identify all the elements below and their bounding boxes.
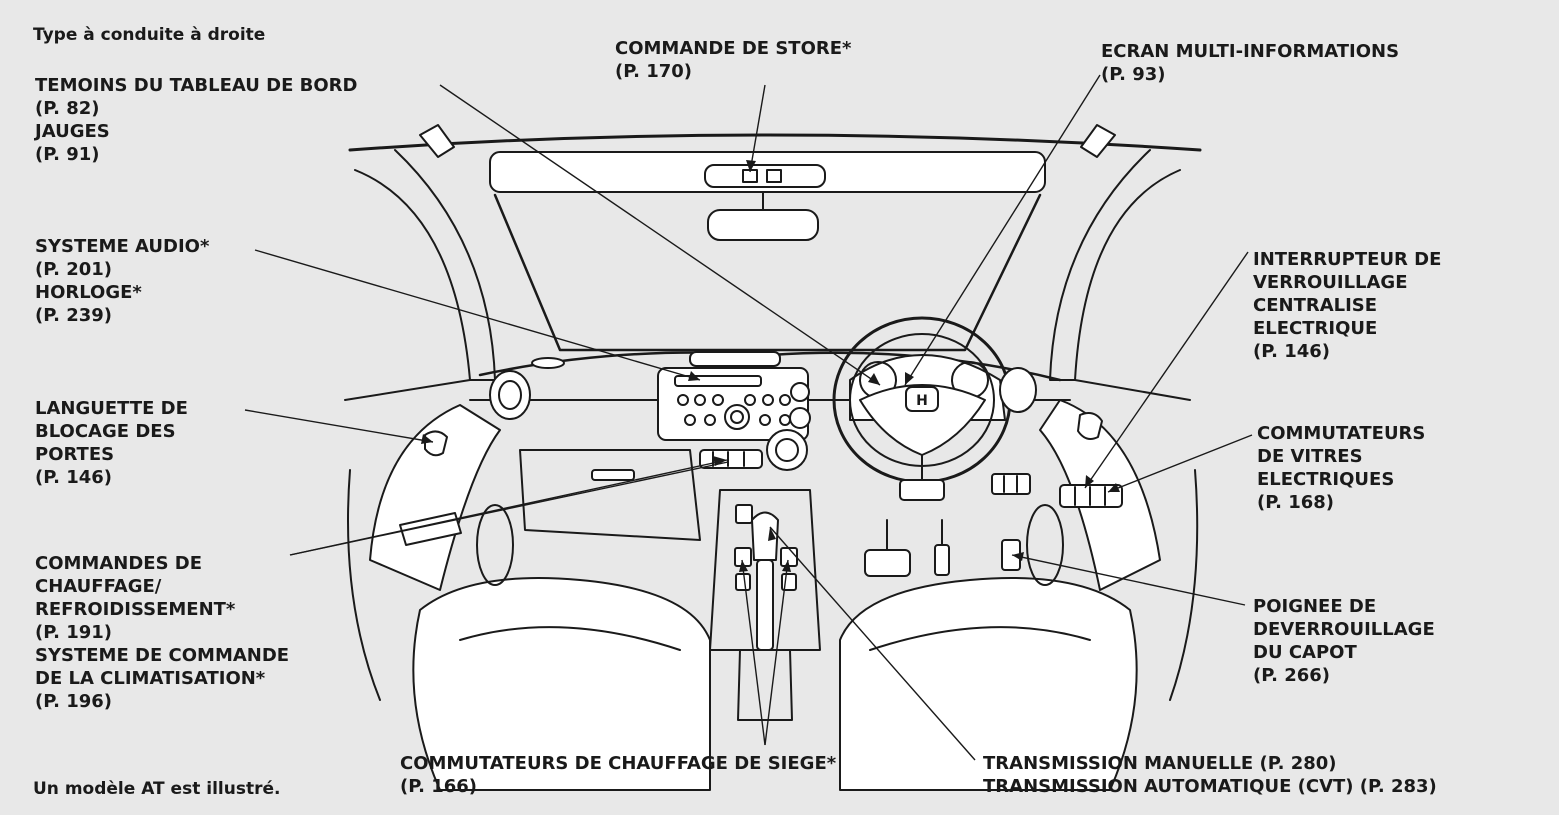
sunshade-switch-housing [704, 164, 826, 188]
left-door-panel [369, 404, 501, 591]
leader-indicators [439, 84, 881, 386]
rearview-mirror [707, 209, 819, 241]
left-a-pillar [354, 149, 496, 381]
svg-text:H: H [916, 393, 928, 409]
header-note: Type à conduite à droite [33, 25, 266, 45]
leader-arrowheads [421, 160, 1120, 572]
leader-audio [254, 249, 701, 381]
label-indicators-gauges: TEMOINS DU TABLEAU DE BORD (P. 82) JAUGE… [35, 75, 358, 165]
gear-shifter [751, 511, 779, 561]
door-lock-tab [424, 430, 448, 457]
leader-central-lock [1084, 251, 1249, 489]
label-seat-heaters: COMMUTATEURS DE CHAUFFAGE DE SIEGE* (P. … [400, 753, 837, 797]
right-a-pillar [1049, 149, 1181, 381]
leader-windows [1107, 434, 1253, 493]
right-vent [999, 367, 1037, 413]
steering-emblem [905, 386, 939, 412]
leader-seat-heater-r [764, 559, 789, 746]
climate-dial [766, 429, 808, 471]
leader-door-tab [244, 409, 434, 443]
leader-multi-info [904, 74, 1101, 386]
label-sunshade: COMMANDE DE STORE* (P. 170) [615, 38, 852, 82]
leader-climate-2 [289, 461, 729, 556]
leader-hood [1011, 554, 1246, 606]
left-vent [489, 370, 531, 420]
footer-note: Un modèle AT est illustré. [33, 779, 281, 799]
label-climate: COMMANDES DE CHAUFFAGE/ REFROIDISSEMENT*… [35, 553, 290, 712]
center-console [709, 489, 821, 651]
leader-transmission [769, 526, 976, 761]
leader-seat-heater-l [741, 559, 766, 746]
label-transmission: TRANSMISSION MANUELLE (P. 280) TRANSMISS… [983, 753, 1437, 797]
roof-line [348, 133, 1202, 152]
leader-lines [244, 74, 1253, 761]
label-multi-info: ECRAN MULTI-INFORMATIONS (P. 93) [1101, 41, 1400, 85]
right-seat [839, 577, 1138, 791]
glovebox [519, 449, 701, 541]
label-hood-release: POIGNEE DE DEVERROUILLAGE DU CAPOT (P. 2… [1253, 596, 1435, 686]
label-power-windows: COMMUTATEURS DE VITRES ELECTRIQUES (P. 1… [1257, 423, 1426, 513]
windshield-frame [493, 193, 1042, 352]
label-audio-clock: SYSTEME AUDIO* (P. 201) HORLOGE* (P. 239… [35, 236, 210, 326]
seat-heater-right [780, 547, 798, 567]
label-central-lock: INTERRUPTEUR DE VERROUILLAGE CENTRALISE … [1253, 249, 1442, 362]
leader-sunshade [749, 84, 766, 173]
audio-knob [724, 404, 750, 430]
label-door-lock-tab: LANGUETTE DE BLOCAGE DES PORTES (P. 146) [35, 398, 188, 488]
